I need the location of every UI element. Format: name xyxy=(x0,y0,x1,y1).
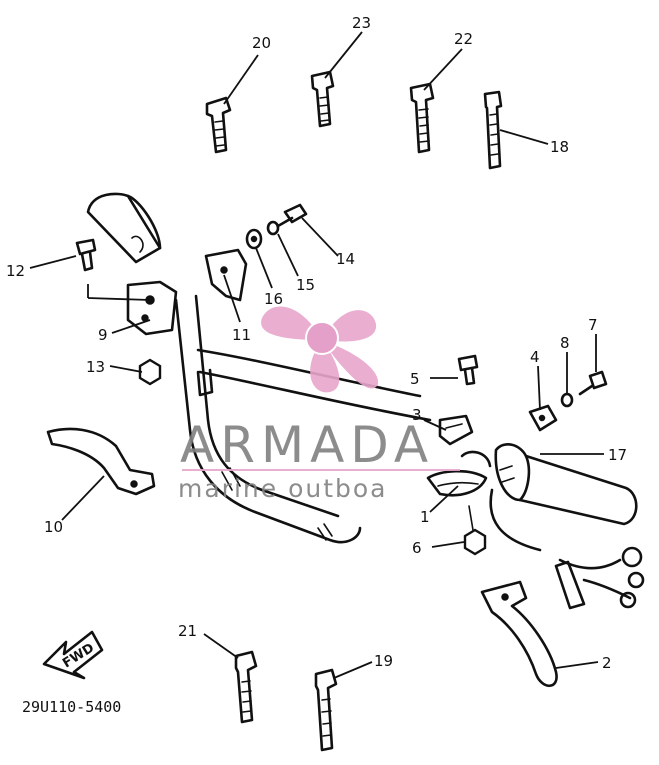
cable-tie-22 xyxy=(409,82,435,154)
callout-10: 10 xyxy=(44,518,63,536)
steering-handle-tube xyxy=(174,294,432,544)
callout-3: 3 xyxy=(412,406,422,424)
lever-10 xyxy=(46,427,156,496)
clamp-4 xyxy=(528,404,558,432)
handle-bracket-9 xyxy=(126,280,178,336)
armada-watermark: ARMADA marine outboa xyxy=(178,306,460,503)
throttle-grip-17 xyxy=(494,443,638,526)
nut-6 xyxy=(463,505,487,556)
left-grip xyxy=(86,192,162,264)
cable-tie-18 xyxy=(483,90,503,170)
bolt-5 xyxy=(457,354,479,386)
callout-16: 16 xyxy=(264,290,283,308)
callout-14: 14 xyxy=(336,250,355,268)
holder-11 xyxy=(204,248,248,302)
callout-6: 6 xyxy=(412,539,422,557)
fwd-arrow-icon: FWD xyxy=(42,630,104,680)
callout-19: 19 xyxy=(374,652,393,670)
callout-1: 1 xyxy=(420,508,430,526)
watermark-tagline: marine outboa xyxy=(178,474,388,503)
callout-8: 8 xyxy=(560,334,570,352)
washer-16 xyxy=(245,228,263,250)
propeller-logo-icon xyxy=(261,306,379,393)
callout-13: 13 xyxy=(86,358,105,376)
callout-18: 18 xyxy=(550,138,569,156)
callout-7: 7 xyxy=(588,316,598,334)
callout-12: 12 xyxy=(6,262,25,280)
nut-13 xyxy=(138,358,162,386)
callout-5: 5 xyxy=(410,370,420,388)
callout-2: 2 xyxy=(602,654,612,672)
callout-22: 22 xyxy=(454,30,473,48)
wire-harness xyxy=(489,488,645,610)
bracket-1 xyxy=(426,450,492,497)
cable-tie-19 xyxy=(314,668,338,752)
callout-labels: 20 23 22 18 14 15 16 12 11 9 13 5 4 8 7 … xyxy=(6,14,627,672)
callout-23: 23 xyxy=(352,14,371,32)
switch-housing-3 xyxy=(438,414,474,446)
cable-tie-23 xyxy=(310,70,335,128)
callout-15: 15 xyxy=(296,276,315,294)
cable-tie-20 xyxy=(205,96,232,154)
callout-4: 4 xyxy=(530,348,540,366)
callout-11: 11 xyxy=(232,326,251,344)
lever-2 xyxy=(480,580,558,688)
callout-17: 17 xyxy=(608,446,627,464)
bolt-12 xyxy=(75,238,97,272)
callout-9: 9 xyxy=(98,326,108,344)
screw-7 xyxy=(578,370,608,396)
washer-8 xyxy=(560,392,574,408)
callout-21: 21 xyxy=(178,622,197,640)
lockwasher-15 xyxy=(266,220,280,236)
screw-14 xyxy=(276,203,308,228)
leader-lines xyxy=(29,31,604,679)
cable-tie-21 xyxy=(234,650,258,724)
callout-20: 20 xyxy=(252,34,271,52)
drawing-number: 29U110-5400 xyxy=(22,698,121,716)
watermark-brand: ARMADA xyxy=(180,416,434,474)
